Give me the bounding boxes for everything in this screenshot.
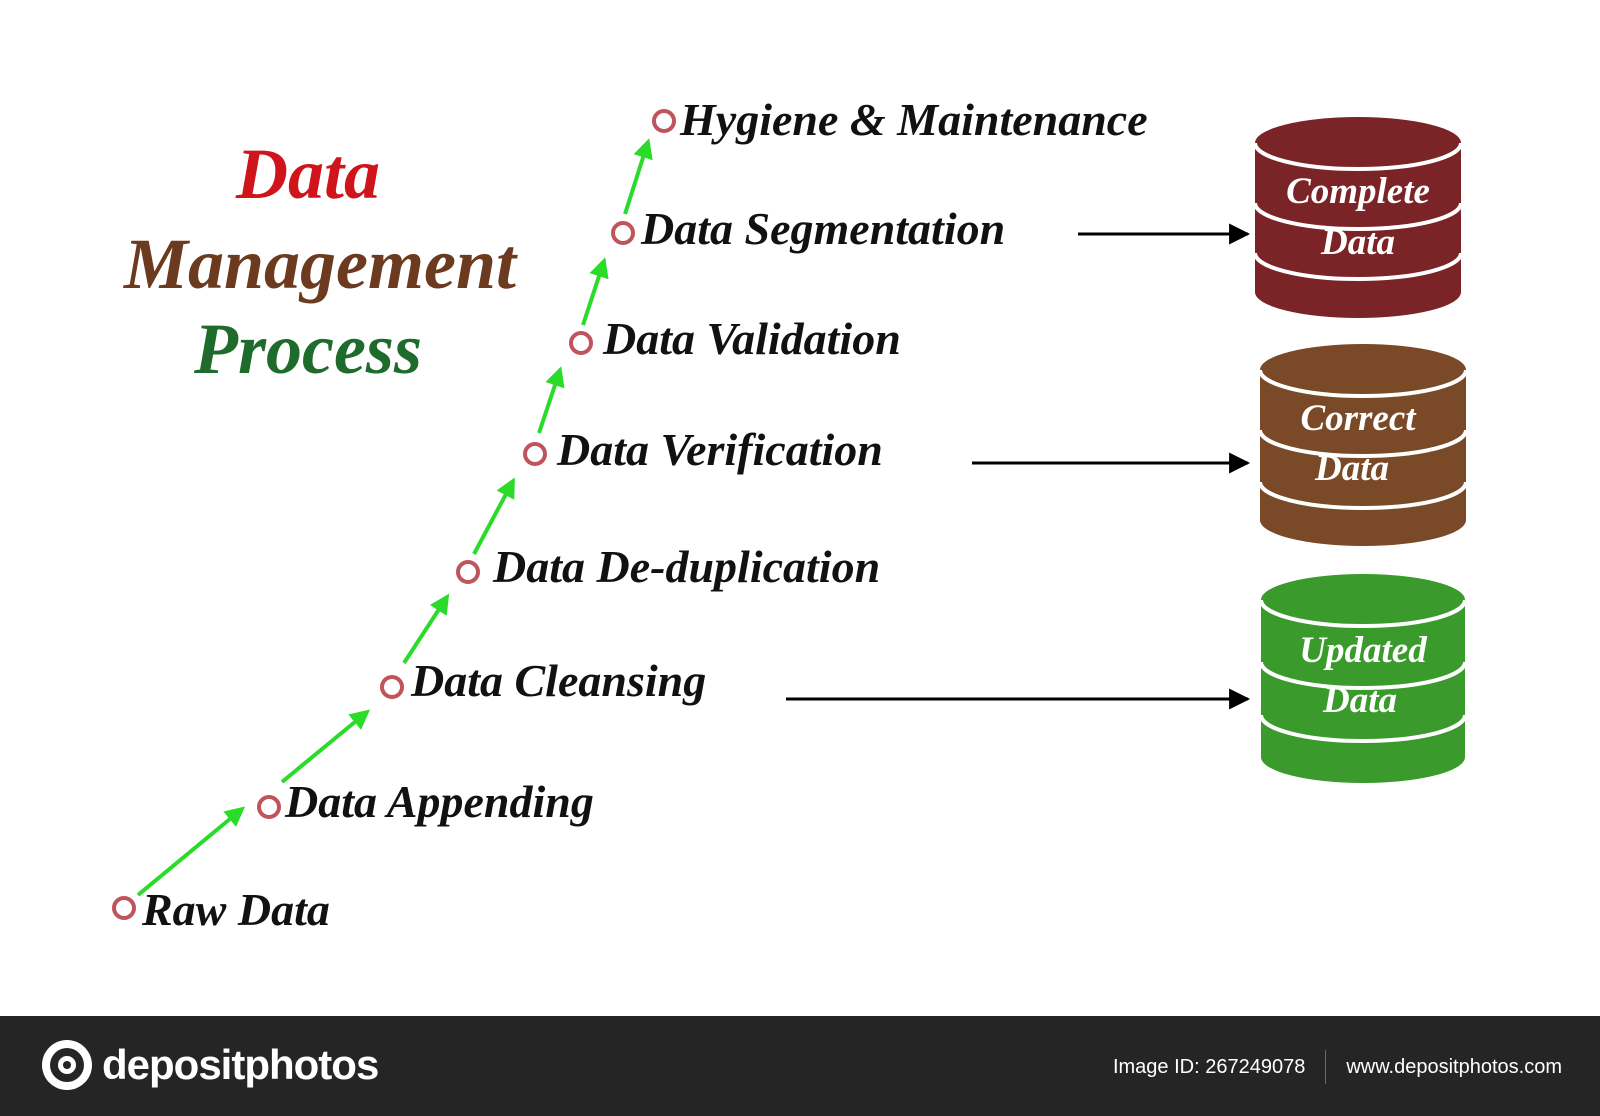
arrow-cleansing-to-deduplication <box>402 593 450 665</box>
step-label: Data De-duplication <box>492 541 880 592</box>
arrow-raw-to-appending <box>136 806 246 897</box>
step-node-icon <box>257 795 281 819</box>
footer-image-id: Image ID: 267249078 <box>1112 1055 1306 1078</box>
progress-arrows <box>136 138 653 897</box>
database-icon <box>1253 117 1463 318</box>
title-line-management: Management <box>123 224 518 304</box>
arrow-appending-to-cleansing <box>280 709 371 784</box>
title-line-data: Data <box>235 134 380 214</box>
step-data-deduplication: Data De-duplication <box>456 541 880 592</box>
step-label: Data Verification <box>556 424 883 475</box>
camera-logo-icon <box>42 1040 92 1090</box>
footer-logo: depositphotos <box>40 1038 379 1092</box>
database-label-line1: Updated <box>1299 630 1427 671</box>
step-node-icon <box>652 109 676 133</box>
step-label: Hygiene & Maintenance <box>679 94 1148 145</box>
step-data-cleansing: Data Cleansing <box>380 655 706 706</box>
database-label-line2: Data <box>1314 448 1389 489</box>
step-node-icon <box>523 442 547 466</box>
step-node-icon <box>380 675 404 699</box>
arrow-deduplication-to-verification <box>472 477 515 555</box>
step-label: Raw Data <box>141 884 330 935</box>
step-label: Data Validation <box>602 313 901 364</box>
database-icon <box>1259 574 1467 783</box>
footer-bar: depositphotos Image ID: 267249078 www.de… <box>0 1016 1600 1116</box>
step-node-icon <box>456 560 480 584</box>
database-icon <box>1258 344 1468 546</box>
database-label-line1: Complete <box>1286 171 1430 212</box>
footer-meta: Image ID: 267249078 www.depositphotos.co… <box>1113 1050 1562 1084</box>
step-hygiene-maintenance: Hygiene & Maintenance <box>652 94 1148 145</box>
arrow-validation-to-segmentation <box>581 257 609 326</box>
arrow-segmentation-to-hygiene <box>623 138 653 215</box>
arrow-verification-to-validation <box>537 366 565 434</box>
step-data-validation: Data Validation <box>569 313 901 364</box>
step-node-icon <box>569 331 593 355</box>
database-updated-data: Updated Data <box>1259 574 1467 783</box>
step-data-appending: Data Appending <box>257 776 594 827</box>
footer-divider <box>1325 1050 1327 1084</box>
step-data-segmentation: Data Segmentation <box>611 203 1005 254</box>
title-line-process: Process <box>193 309 422 389</box>
step-raw-data: Raw Data <box>112 884 330 935</box>
step-data-verification: Data Verification <box>523 424 883 475</box>
footer-brand-name: depositphotos <box>102 1041 379 1088</box>
step-node-icon <box>611 221 635 245</box>
step-label: Data Appending <box>284 776 594 827</box>
database-label-line2: Data <box>1320 222 1395 263</box>
step-node-icon <box>112 896 136 920</box>
step-label: Data Segmentation <box>640 203 1005 254</box>
database-complete-data: Complete Data <box>1253 117 1463 318</box>
database-label-line1: Correct <box>1300 398 1417 439</box>
footer-website-link[interactable]: www.depositphotos.com <box>1346 1055 1562 1078</box>
database-correct-data: Correct Data <box>1258 344 1468 546</box>
database-label-line2: Data <box>1322 680 1397 721</box>
step-label: Data Cleansing <box>410 655 706 706</box>
